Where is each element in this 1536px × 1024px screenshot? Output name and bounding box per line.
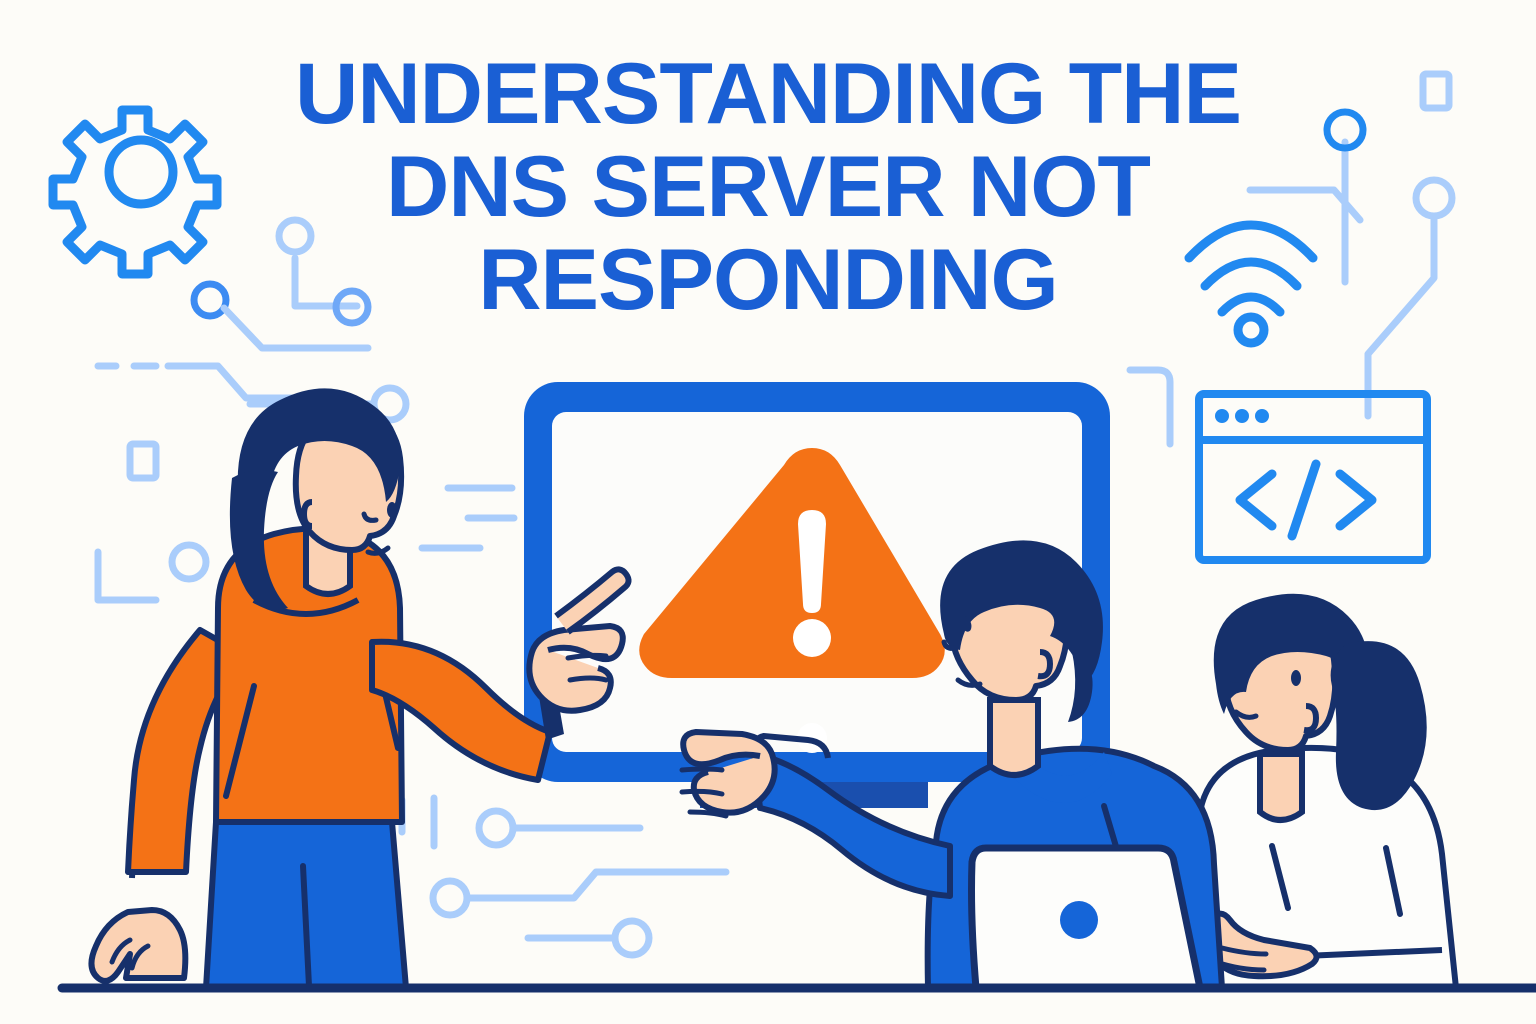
neck	[1257, 751, 1305, 823]
hair-top	[1213, 593, 1369, 714]
laptop-logo-dot	[1060, 901, 1098, 939]
ear	[300, 499, 313, 529]
code-window-icon	[1195, 390, 1431, 564]
hair-top	[237, 388, 401, 518]
exclamation-dot	[793, 619, 831, 657]
window-dot	[1255, 409, 1269, 423]
corner-bracket	[94, 548, 160, 604]
window-dot	[1215, 409, 1229, 423]
hair-side	[229, 470, 288, 610]
right-sleeve	[369, 638, 553, 783]
circle-node	[168, 541, 210, 583]
circuit-traces	[94, 216, 1174, 552]
eye	[1291, 670, 1301, 686]
hair-back	[1068, 652, 1093, 722]
mouth	[365, 545, 391, 556]
pointing-hand	[526, 623, 626, 714]
left-hand	[88, 907, 189, 984]
mouth	[955, 677, 983, 688]
eye	[960, 616, 972, 632]
hair	[940, 540, 1103, 684]
ponytail	[1330, 641, 1427, 811]
code-glyph	[1235, 459, 1377, 541]
index-finger	[554, 566, 632, 635]
ear	[1303, 703, 1320, 734]
laptop	[968, 844, 1204, 992]
woman-ponytail	[1152, 593, 1459, 991]
warning-triangle	[639, 448, 945, 678]
woman-pointing	[88, 388, 632, 991]
hand	[1203, 910, 1320, 980]
square-outline	[126, 70, 1453, 482]
ear	[1037, 649, 1054, 680]
exclamation-stem	[798, 510, 826, 613]
neck	[987, 697, 1041, 778]
gear-icon	[48, 105, 222, 279]
circuit-traces-right	[1246, 108, 1456, 420]
window-dot	[1235, 409, 1249, 423]
wifi-icon	[1184, 220, 1318, 348]
gesture-sleeve	[751, 751, 953, 899]
collar	[1014, 752, 1112, 804]
skirt-fold	[300, 863, 312, 989]
circuit-traces-bottom	[398, 794, 730, 959]
eye	[387, 502, 397, 518]
mouth	[1233, 709, 1259, 720]
